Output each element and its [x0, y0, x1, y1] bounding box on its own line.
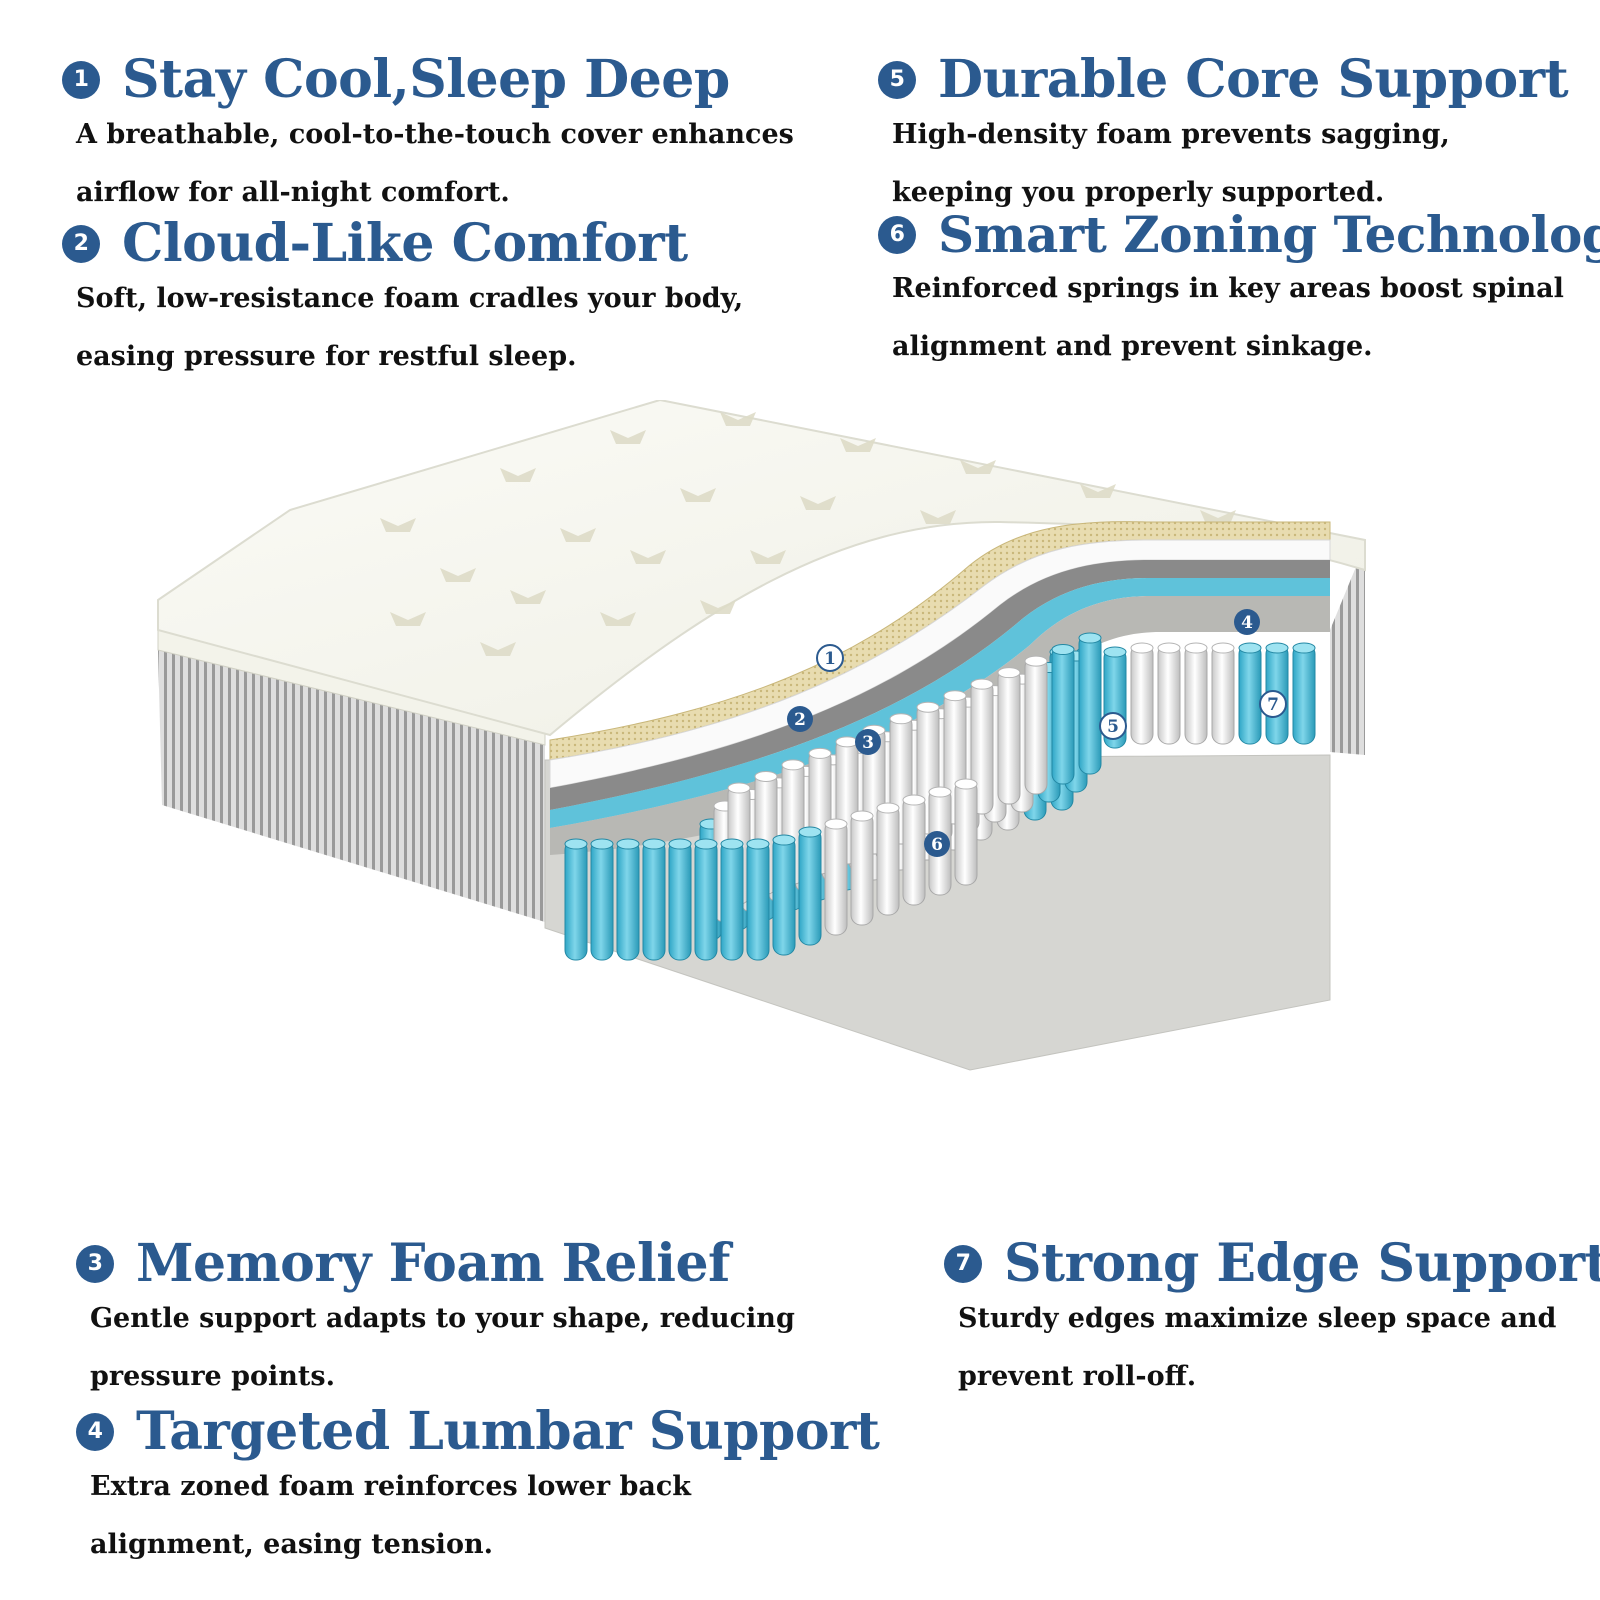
description-line: airflow for all-night comfort. [76, 177, 510, 208]
feature-3: 3 Memory Foam Relief Gentle support adap… [76, 1238, 810, 1406]
number-badge-icon: 2 [62, 225, 100, 263]
description-line: Gentle support adapts to your shape, red… [90, 1303, 795, 1334]
feature-description: Sturdy edges maximize sleep space and pr… [958, 1290, 1600, 1406]
pocket-coils [564, 632, 1316, 961]
blue-coil [720, 838, 744, 961]
diagram-pin-label: 5 [1107, 717, 1119, 737]
feature-title: 1 Stay Cool,Sleep Deep [62, 54, 796, 106]
white-coil [1024, 655, 1048, 795]
diagram-pin-label: 7 [1267, 695, 1279, 715]
white-coil [1157, 642, 1181, 745]
feature-description: Gentle support adapts to your shape, red… [90, 1290, 810, 1406]
white-coil [850, 810, 874, 926]
blue-coil [1238, 642, 1262, 745]
description-line: Reinforced springs in key areas boost sp… [892, 273, 1564, 304]
description-line: Soft, low-resistance foam cradles your b… [76, 283, 744, 314]
blue-coil [1292, 642, 1316, 745]
diagram-pin-2: 2 [787, 706, 813, 732]
feature-description: Reinforced springs in key areas boost sp… [892, 260, 1572, 376]
feature-heading: Smart Zoning Technology [938, 205, 1600, 264]
blue-coil [590, 838, 614, 961]
diagram-pin-label: 6 [931, 835, 943, 855]
diagram-pin-4: 4 [1234, 609, 1260, 635]
blue-coil [564, 838, 588, 961]
number-badge-icon: 5 [878, 61, 916, 99]
feature-heading: Targeted Lumbar Support [136, 1401, 880, 1462]
blue-coil [1051, 644, 1075, 785]
white-coil [1184, 642, 1208, 745]
diagram-pin-7: 7 [1259, 690, 1287, 718]
diagram-pin-3: 3 [855, 729, 881, 755]
number-badge-icon: 4 [76, 1413, 114, 1451]
feature-title: 7 Strong Edge Support [944, 1238, 1600, 1290]
white-coil [970, 678, 994, 815]
feature-title: 4 Targeted Lumbar Support [76, 1401, 880, 1462]
diagram-pin-label: 4 [1241, 613, 1253, 633]
description-line: easing pressure for restful sleep. [76, 341, 577, 372]
feature-description: High-density foam prevents sagging, keep… [892, 106, 1572, 222]
white-coil [1211, 642, 1235, 745]
blue-coil [798, 826, 822, 946]
description-line: pressure points. [90, 1361, 335, 1392]
description-line: Sturdy edges maximize sleep space and [958, 1303, 1557, 1334]
number-badge-icon: 6 [878, 216, 916, 254]
number-badge-icon: 3 [76, 1245, 114, 1283]
feature-heading: Cloud-Like Comfort [122, 213, 688, 274]
description-line: alignment, easing tension. [90, 1529, 493, 1560]
blue-coil [694, 838, 718, 961]
blue-coil [746, 838, 770, 961]
white-coil [954, 778, 978, 886]
white-coil [876, 802, 900, 916]
white-coil [902, 794, 926, 906]
description-line: prevent roll-off. [958, 1361, 1197, 1392]
white-coil [1130, 642, 1154, 745]
feature-title: 5 Durable Core Support [878, 54, 1572, 106]
feature-1: 1 Stay Cool,Sleep Deep A breathable, coo… [62, 54, 796, 222]
feature-title: 2 Cloud-Like Comfort [62, 218, 796, 270]
white-coil [824, 818, 848, 936]
feature-2: 2 Cloud-Like Comfort Soft, low-resistanc… [62, 218, 796, 386]
description-line: A breathable, cool-to-the-touch cover en… [76, 119, 794, 150]
feature-title: 6 Smart Zoning Technology [878, 210, 1600, 260]
feature-description: Extra zoned foam reinforces lower back a… [90, 1458, 810, 1574]
blue-coil [1078, 632, 1102, 775]
diagram-pin-label: 1 [824, 649, 836, 669]
blue-coil [772, 834, 796, 956]
feature-title: 3 Memory Foam Relief [76, 1238, 810, 1290]
feature-description: A breathable, cool-to-the-touch cover en… [76, 106, 796, 222]
feature-heading: Strong Edge Support [1004, 1233, 1600, 1294]
description-line: alignment and prevent sinkage. [892, 331, 1373, 362]
diagram-pin-1: 1 [816, 644, 844, 672]
mattress-cutaway-illustration: 1 2 3 4 5 6 7 [157, 400, 1366, 1071]
blue-coil [616, 838, 640, 961]
feature-5: 5 Durable Core Support High-density foam… [878, 54, 1572, 222]
number-badge-icon: 1 [62, 61, 100, 99]
feature-4: 4 Targeted Lumbar Support Extra zoned fo… [76, 1401, 880, 1574]
blue-coil [668, 838, 692, 961]
blue-coil [642, 838, 666, 961]
white-coil [997, 667, 1021, 805]
feature-description: Soft, low-resistance foam cradles your b… [76, 270, 796, 386]
feature-6: 6 Smart Zoning Technology Reinforced spr… [878, 210, 1600, 376]
diagram-pin-6: 6 [924, 831, 950, 857]
feature-7: 7 Strong Edge Support Sturdy edges maxim… [944, 1238, 1600, 1406]
number-badge-icon: 7 [944, 1245, 982, 1283]
description-line: keeping you properly supported. [892, 177, 1385, 208]
diagram-pin-label: 3 [862, 733, 874, 753]
description-line: Extra zoned foam reinforces lower back [90, 1471, 691, 1502]
description-line: High-density foam prevents sagging, [892, 119, 1450, 150]
feature-heading: Durable Core Support [938, 49, 1569, 110]
feature-heading: Memory Foam Relief [136, 1233, 730, 1294]
feature-heading: Stay Cool,Sleep Deep [122, 49, 730, 110]
mattress-right-wall [1330, 545, 1365, 755]
diagram-pin-label: 2 [794, 710, 806, 730]
diagram-pin-5: 5 [1099, 712, 1127, 740]
